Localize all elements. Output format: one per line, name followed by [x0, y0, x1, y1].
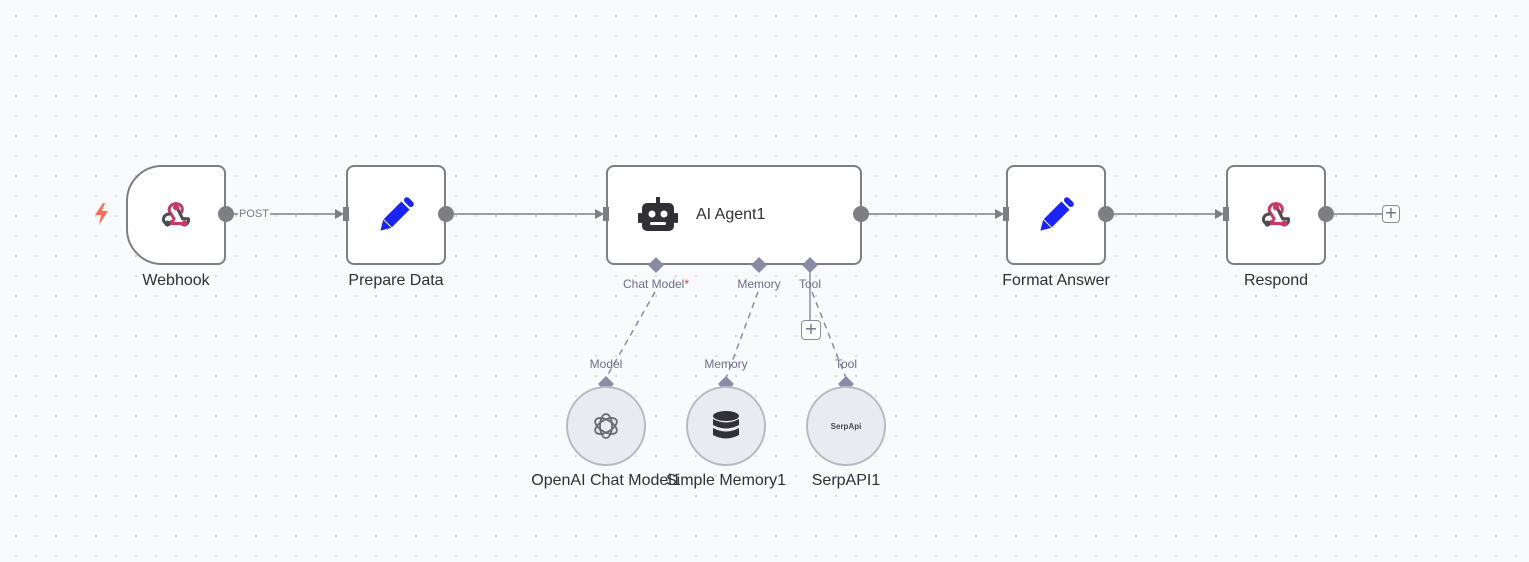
edge-tool	[811, 291, 847, 379]
format-output-handle	[1098, 206, 1114, 222]
tool-port-label: Tool	[798, 277, 822, 291]
prepare-data-label: Prepare Data	[348, 272, 444, 289]
pencil-icon	[1040, 197, 1074, 231]
respond-input-handle	[1223, 207, 1229, 221]
ai-agent-title: AI Agent1	[696, 206, 766, 223]
agent-output-handle	[853, 206, 869, 222]
webhook-icon	[1261, 202, 1291, 227]
simple-memory-label: Simple Memory1	[665, 472, 787, 489]
prepare-input-handle	[343, 207, 349, 221]
webhook-label: Webhook	[142, 272, 210, 289]
sub-tool-port-label: Tool	[834, 357, 858, 371]
sub-connections	[605, 291, 847, 379]
simple-memory-node[interactable]	[686, 386, 766, 466]
lightning-bolt-icon	[95, 203, 108, 225]
add-tool-button[interactable]: +	[801, 320, 821, 340]
agent-input-handle	[603, 207, 609, 221]
agent-tool-handle	[802, 257, 818, 273]
edge-memory	[725, 291, 759, 379]
serpapi-node[interactable]: SerpApi	[806, 386, 886, 466]
sub-memory-port-label: Memory	[704, 357, 748, 371]
serpapi-logo: SerpApi	[830, 421, 862, 431]
webhook-icon	[161, 202, 191, 227]
format-answer-label: Format Answer	[1002, 272, 1110, 289]
respond-label: Respond	[1243, 272, 1309, 289]
prepare-output-handle	[438, 206, 454, 222]
openai-chat-model-label: OpenAI Chat Model1	[531, 472, 681, 489]
ai-agent-node[interactable]: AI Agent1	[606, 165, 862, 265]
openai-icon	[594, 413, 618, 439]
agent-memory-handle	[751, 257, 767, 273]
pencil-icon	[380, 197, 414, 231]
robot-icon	[638, 197, 678, 231]
agent-chat-model-handle	[648, 257, 664, 273]
model-port-label: Model	[589, 357, 623, 371]
add-node-button[interactable]: +	[1382, 205, 1400, 223]
serpapi-label: SerpAPI1	[811, 472, 881, 489]
edge-arrowheads	[335, 209, 1224, 219]
openai-chat-model-node[interactable]	[566, 386, 646, 466]
respond-output-handle	[1318, 206, 1334, 222]
webhook-output-handle	[218, 206, 234, 222]
database-icon	[713, 411, 739, 439]
edge-model	[605, 291, 656, 379]
format-input-handle	[1003, 207, 1009, 221]
chat-model-port-label: Chat Model*	[622, 277, 690, 291]
webhook-edge-label: POST	[238, 208, 270, 220]
prepare-data-node[interactable]	[346, 165, 446, 265]
memory-port-label: Memory	[737, 277, 781, 291]
